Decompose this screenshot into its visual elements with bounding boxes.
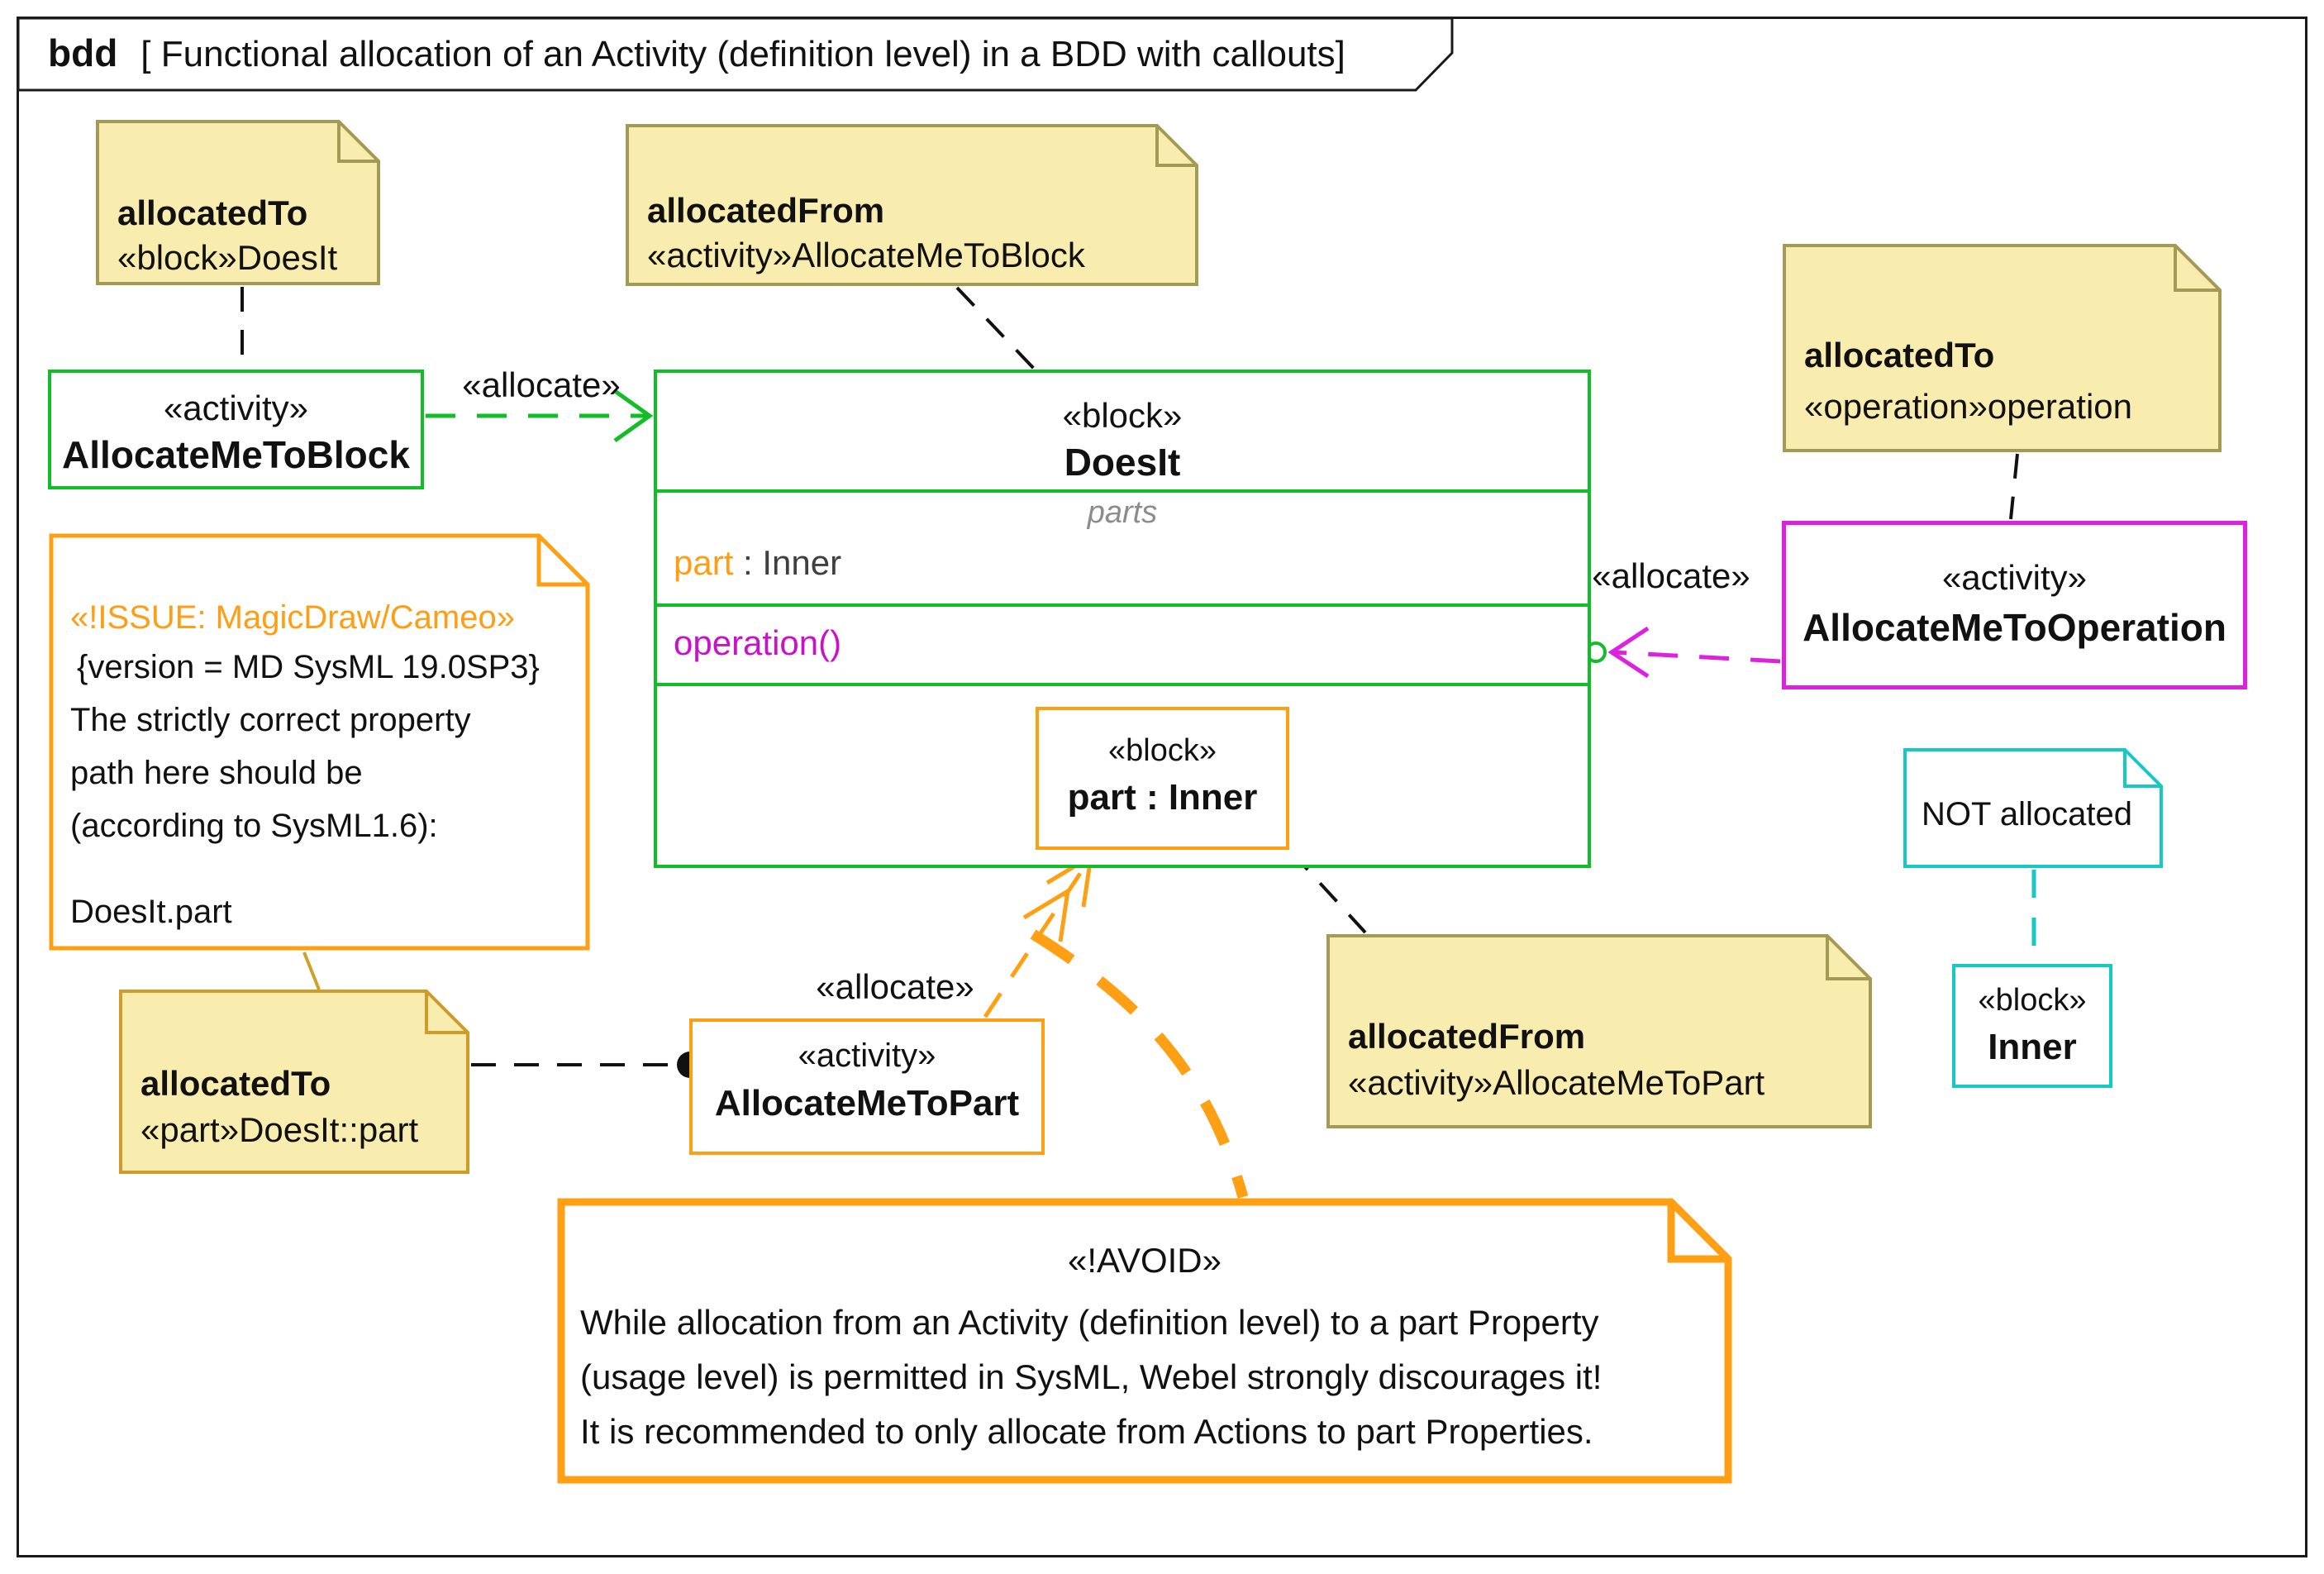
block-stereotype: «block»: [1108, 733, 1217, 768]
activity-stereotype: «activity»: [798, 1037, 936, 1074]
allocate-label-block: «allocate»: [462, 365, 621, 404]
diagram-title-text: [ Functional allocation of an Activity (…: [140, 34, 1345, 74]
activity-allocate-me-to-part[interactable]: «activity» AllocateMeToPart: [689, 1018, 1045, 1155]
note-allocated-to-part[interactable]: allocatedTo «part»DoesIt::part: [119, 990, 469, 1174]
note-shape: [1326, 934, 1872, 1128]
note-not-allocated[interactable]: NOT allocated: [1903, 748, 2163, 868]
avoid-body-line3: It is recommended to only allocate from …: [580, 1412, 1593, 1451]
activity-stereotype: «activity»: [163, 389, 309, 427]
allocate-label-operation: «allocate»: [1592, 556, 1750, 595]
note-shape: [96, 120, 380, 285]
note-target: «part»DoesIt::part: [140, 1110, 419, 1149]
note-keyword: allocatedTo: [117, 193, 308, 232]
activity-stereotype: «activity»: [1941, 558, 2088, 597]
issue-property-path: DoesIt.part: [70, 894, 232, 930]
note-allocated-from-part[interactable]: allocatedFrom «activity»AllocateMeToPart: [1326, 934, 1872, 1128]
block-stereotype: «block»: [1062, 396, 1183, 435]
note-avoid-warning[interactable]: «!AVOID» While allocation from an Activi…: [557, 1198, 1732, 1484]
block-stereotype: «block»: [1978, 983, 2087, 1018]
block-inner[interactable]: «block» Inner: [1952, 964, 2112, 1088]
issue-title: «!ISSUE: MagicDraw/Cameo»: [70, 599, 515, 636]
note-target: «block»DoesIt: [117, 238, 338, 277]
does-it-parts-compartment: parts part : Inner: [657, 489, 1588, 603]
issue-body-line1: The strictly correct property: [70, 702, 471, 738]
note-allocated-from-block[interactable]: allocatedFrom «activity»AllocateMeToBloc…: [626, 124, 1198, 286]
allocate-label-part: «allocate»: [816, 967, 974, 1006]
activity-allocate-me-to-block[interactable]: «activity» AllocateMeToBlock: [48, 370, 424, 489]
diagram-kind-label: bdd: [48, 31, 118, 74]
note-shape: [1783, 244, 2222, 452]
note-keyword: allocatedTo: [1804, 336, 1995, 374]
block-name: Inner: [1988, 1027, 2077, 1067]
note-shape: [1903, 748, 2163, 868]
does-it-header: «block» DoesIt: [657, 373, 1588, 489]
note-target: «activity»AllocateMeToPart: [1348, 1063, 1765, 1102]
activity-name: AllocateMeToBlock: [62, 433, 410, 476]
note-text: NOT allocated: [1922, 796, 2132, 832]
activity-allocate-me-to-operation[interactable]: «activity» AllocateMeToOperation: [1782, 521, 2247, 689]
diagram-frame-tab: [17, 17, 1454, 92]
issue-body-line3: (according to SysML1.6):: [70, 808, 438, 844]
note-shape: [557, 1198, 1732, 1484]
does-it-structure-compartment: «block» part : Inner: [657, 683, 1588, 868]
note-issue-magicdraw[interactable]: «!ISSUE: MagicDraw/Cameo» {version = MD …: [49, 533, 590, 951]
note-target: «operation»operation: [1804, 387, 2132, 426]
parts-compartment-label: parts: [1087, 495, 1158, 530]
block-name: part : Inner: [1067, 777, 1258, 818]
issue-body-line2: path here should be: [70, 755, 363, 791]
part-property-type: : Inner: [733, 543, 842, 582]
note-shape: [49, 533, 590, 951]
diagram-title: bdd [ Functional allocation of an Activit…: [48, 30, 1345, 76]
avoid-title: «!AVOID»: [1068, 1241, 1222, 1280]
block-name: DoesIt: [1064, 441, 1181, 484]
note-keyword: allocatedFrom: [1348, 1017, 1586, 1056]
note-allocated-to-doesit[interactable]: allocatedTo «block»DoesIt: [96, 120, 380, 285]
activity-name: AllocateMeToPart: [714, 1083, 1020, 1123]
activity-name: AllocateMeToOperation: [1803, 606, 2226, 649]
avoid-body-line1: While allocation from an Activity (defin…: [580, 1303, 1599, 1342]
note-shape: [119, 990, 469, 1174]
note-keyword: allocatedTo: [140, 1064, 331, 1103]
note-shape: [626, 124, 1198, 286]
part-property-entry: part : Inner: [657, 539, 1588, 587]
issue-version: {version = MD SysML 19.0SP3}: [77, 649, 540, 685]
note-target: «activity»AllocateMeToBlock: [647, 236, 1085, 274]
operation-entry: operation(): [674, 623, 842, 662]
block-does-it[interactable]: «block» DoesIt parts part : Inner operat…: [654, 370, 1591, 868]
note-keyword: allocatedFrom: [647, 191, 885, 230]
avoid-body-line2: (usage level) is permitted in SysML, Web…: [580, 1357, 1603, 1396]
note-allocated-to-operation[interactable]: allocatedTo «operation»operation: [1783, 244, 2222, 452]
part-property-name: part: [674, 543, 734, 582]
does-it-operations-compartment: operation(): [657, 603, 1588, 683]
inner-part-block[interactable]: «block» part : Inner: [1036, 707, 1289, 850]
